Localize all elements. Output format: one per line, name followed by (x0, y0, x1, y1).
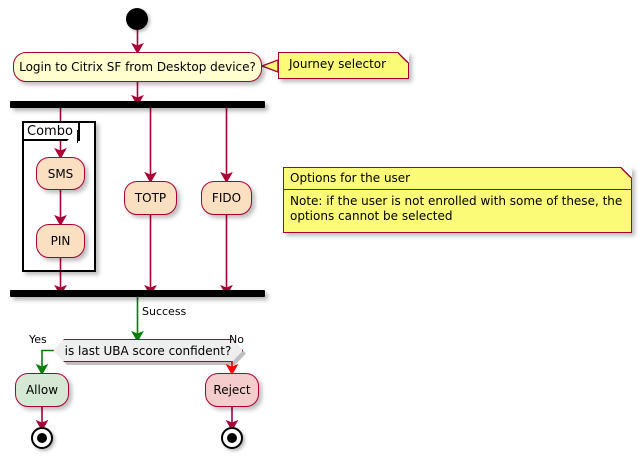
activity-allow[interactable]: Allow (15, 373, 69, 407)
decision-label: is last UBA score confident? (64, 343, 232, 358)
edge-label-no: No (229, 333, 244, 346)
edge-label-success: Success (142, 305, 187, 318)
activity-pin[interactable]: PIN (36, 224, 85, 258)
activity-reject[interactable]: Reject (205, 373, 259, 407)
partition-combo-title: Combo (22, 121, 80, 143)
decision-uba-score[interactable]: is last UBA score confident? (53, 339, 243, 362)
end-node-reject-inner (227, 433, 237, 443)
note-journey-selector-text: Journey selector (289, 57, 387, 71)
note-options-title: Options for the user (284, 168, 631, 190)
edge-label-yes: Yes (29, 333, 47, 346)
partition-combo-label: Combo (27, 124, 73, 139)
note-options-body: Note: if the user is not enrolled with s… (290, 194, 623, 223)
note-options-fold-corner-icon (621, 167, 632, 178)
end-node-allow-inner (37, 433, 47, 443)
activity-login-label: Login to Citrix SF from Desktop device? (19, 60, 256, 74)
end-node-allow (31, 427, 53, 449)
activity-allow-label: Allow (25, 383, 59, 397)
activity-totp-label: TOTP (134, 191, 167, 205)
start-node (126, 8, 148, 30)
activity-sms[interactable]: SMS (36, 157, 85, 190)
join-bar (10, 290, 265, 297)
note-options: Options for the user Note: if the user i… (283, 167, 632, 233)
activity-totp[interactable]: TOTP (124, 181, 177, 215)
note-journey-selector: Journey selector (278, 52, 409, 79)
activity-login[interactable]: Login to Citrix SF from Desktop device? (13, 52, 262, 82)
partition-fold-icon (65, 130, 78, 143)
activity-pin-label: PIN (50, 234, 71, 248)
activity-fido[interactable]: FIDO (201, 181, 252, 215)
end-node-reject (221, 427, 243, 449)
fork-bar (10, 101, 265, 108)
activity-reject-label: Reject (213, 383, 251, 397)
edge-decision-to-allow (35, 349, 53, 376)
activity-sms-label: SMS (47, 166, 74, 181)
activity-fido-label: FIDO (211, 191, 242, 205)
note-anchor-journey (261, 59, 279, 73)
note-fold-corner-icon (398, 52, 409, 63)
